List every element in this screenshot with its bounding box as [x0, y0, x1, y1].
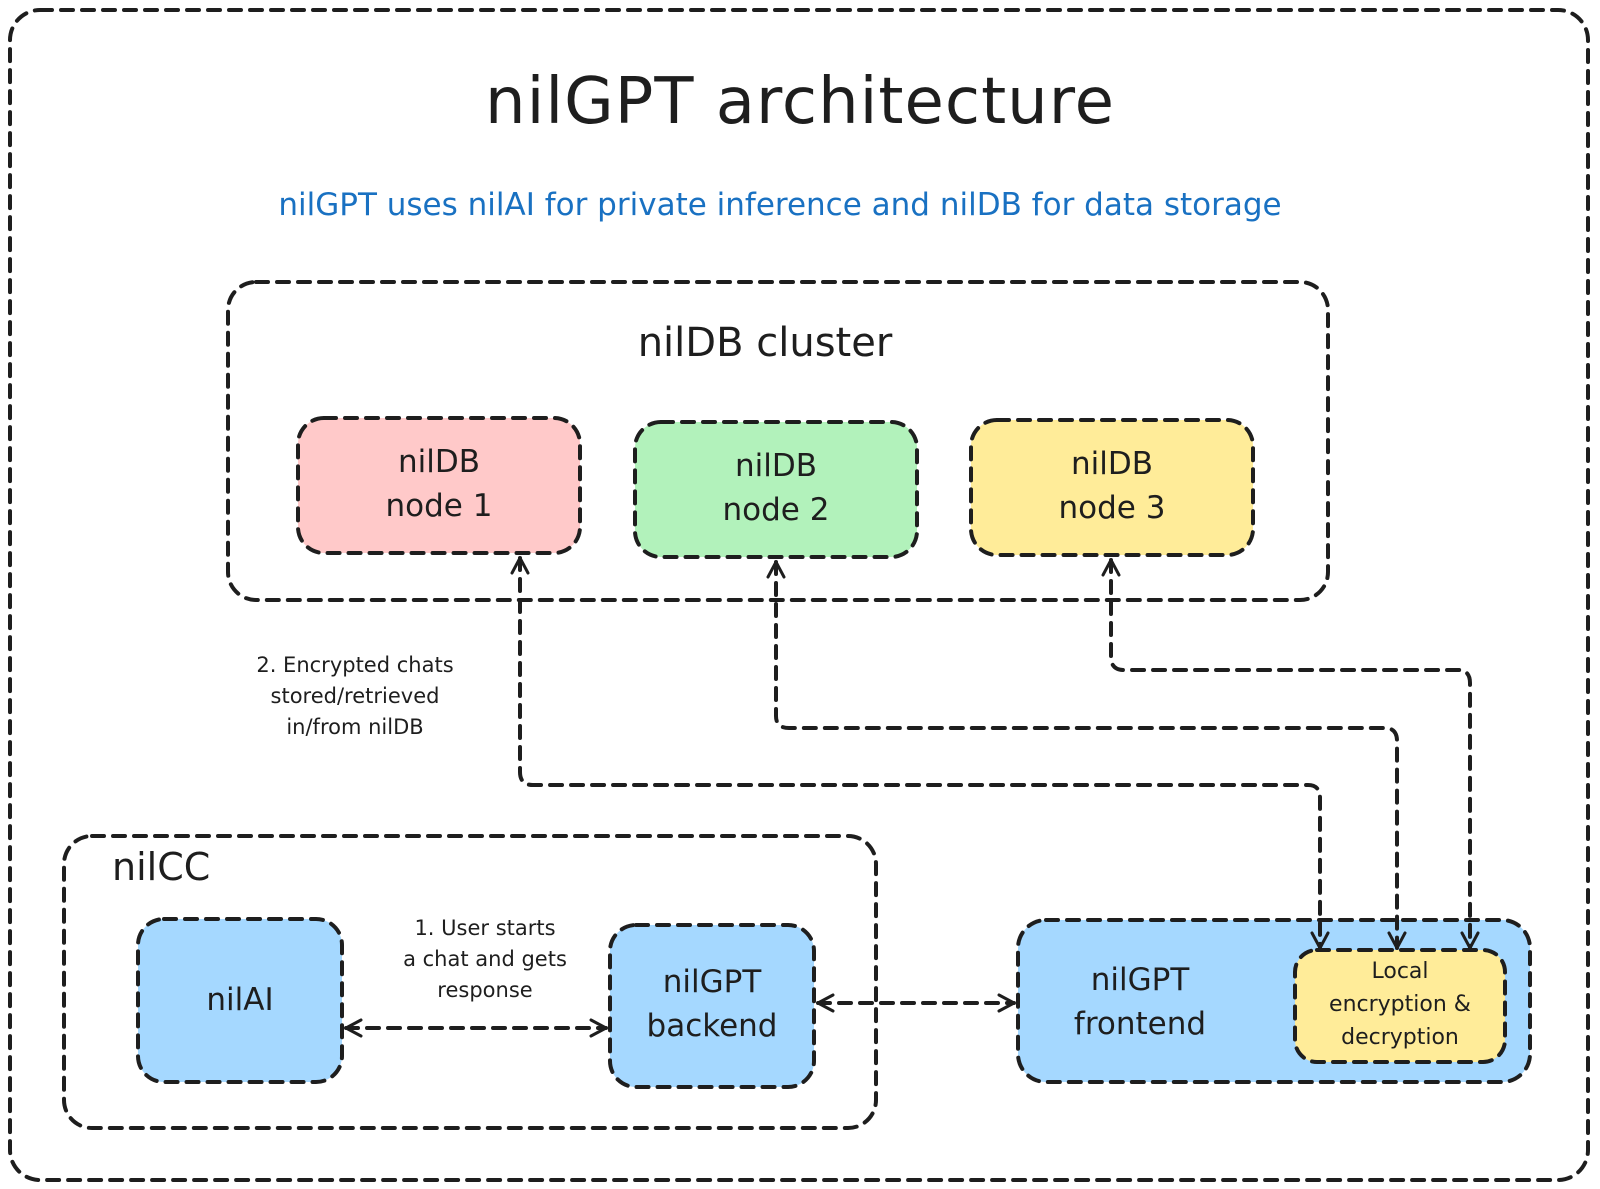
node-2-line2: node 2	[722, 492, 830, 528]
nildb-cluster-label: nilDB cluster	[637, 320, 893, 366]
connector-node3-frontend	[1101, 558, 1480, 950]
node-1-line1: nilDB	[397, 444, 480, 480]
connector-node2-frontend	[766, 560, 1407, 950]
nildb-node-3-box[interactable]	[969, 418, 1255, 557]
nildb-node-3-label: nilDB node 3	[971, 442, 1253, 530]
frontend-line1: nilGPT	[1090, 962, 1190, 998]
step2-line2: stored/retrieved	[270, 684, 440, 708]
step1-line2: a chat and gets	[403, 947, 567, 971]
step1-line3: response	[437, 978, 533, 1002]
outer-frame	[8, 8, 1590, 1182]
local-line2: encryption &	[1329, 992, 1471, 1017]
node-2-line1: nilDB	[734, 448, 817, 484]
backend-line2: backend	[646, 1008, 778, 1044]
diagram-title: nilGPT architecture	[485, 65, 1115, 139]
nilgpt-backend-label: nilGPT backend	[610, 960, 814, 1048]
node-3-line2: node 3	[1058, 490, 1166, 526]
step2-note: 2. Encrypted chats stored/retrieved in/f…	[220, 650, 490, 743]
step1-note: 1. User starts a chat and gets response	[360, 913, 610, 1006]
nildb-node-1-label: nilDB node 1	[298, 440, 580, 528]
step1-line1: 1. User starts	[414, 916, 556, 940]
connector-node1-frontend	[510, 556, 1330, 950]
nilai-box[interactable]	[136, 917, 344, 1084]
nildb-node-2-label: nilDB node 2	[635, 444, 917, 532]
nilcc-label: nilCC	[112, 845, 211, 889]
node-1-line2: node 1	[385, 488, 493, 524]
local-encryption-label: Local encryption & decryption	[1295, 955, 1505, 1054]
frontend-line2: frontend	[1073, 1006, 1207, 1042]
diagram-subtitle: nilGPT uses nilAI for private inference …	[278, 187, 1282, 223]
node-3-line1: nilDB	[1070, 446, 1153, 482]
local-line1: Local	[1371, 959, 1429, 984]
step2-line1: 2. Encrypted chats	[256, 653, 454, 677]
nildb-node-1-box[interactable]	[296, 416, 582, 555]
local-line3: decryption	[1341, 1025, 1459, 1050]
nilgpt-frontend-label: nilGPT frontend	[1040, 958, 1240, 1046]
local-encryption-box[interactable]	[1293, 948, 1507, 1064]
step2-line3: in/from nilDB	[286, 715, 424, 739]
nilcc-box	[62, 834, 878, 1130]
backend-line1: nilGPT	[662, 964, 762, 1000]
nilai-label: nilAI	[206, 982, 274, 1018]
